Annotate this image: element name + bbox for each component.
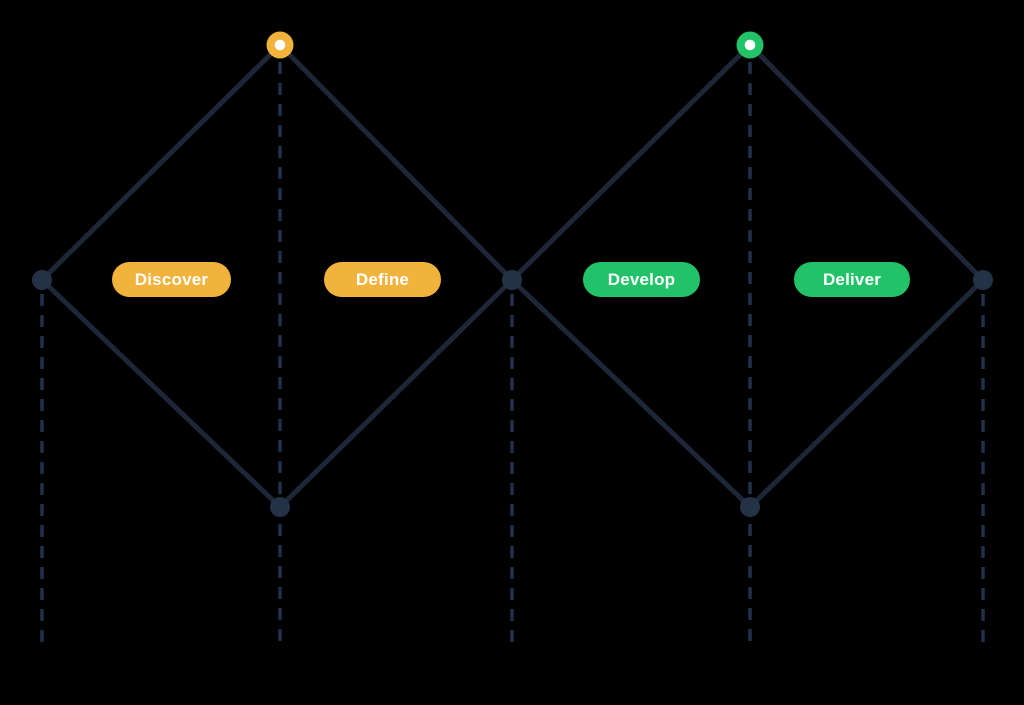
phase-pill-develop: Develop: [583, 262, 700, 297]
diamond-edge: [509, 42, 753, 283]
diamond-edge: [747, 277, 986, 510]
phase-label-define: Define: [355, 270, 410, 289]
phase-label-discover: Discover: [134, 270, 209, 289]
vertex-dot: [270, 497, 290, 517]
start-marker-center: [274, 39, 286, 51]
diamond-edge: [277, 42, 515, 283]
phase-label-deliver: Deliver: [822, 270, 882, 289]
vertex-dot: [740, 497, 760, 517]
start-marker-center: [744, 39, 756, 51]
phase-pill-deliver: Deliver: [794, 262, 910, 297]
phase-pill-discover: Discover: [112, 262, 231, 297]
phase-label-develop: Develop: [607, 270, 676, 289]
vertex-dot: [502, 270, 522, 290]
diamond-edge: [39, 42, 283, 283]
vertex-dot: [973, 270, 993, 290]
diamond-edge: [747, 42, 986, 283]
phase-pill-define: Define: [324, 262, 441, 297]
vertex-dot: [32, 270, 52, 290]
diamond-edge: [509, 277, 753, 510]
diamond-edge: [39, 277, 283, 510]
diamond-edge: [277, 277, 515, 510]
